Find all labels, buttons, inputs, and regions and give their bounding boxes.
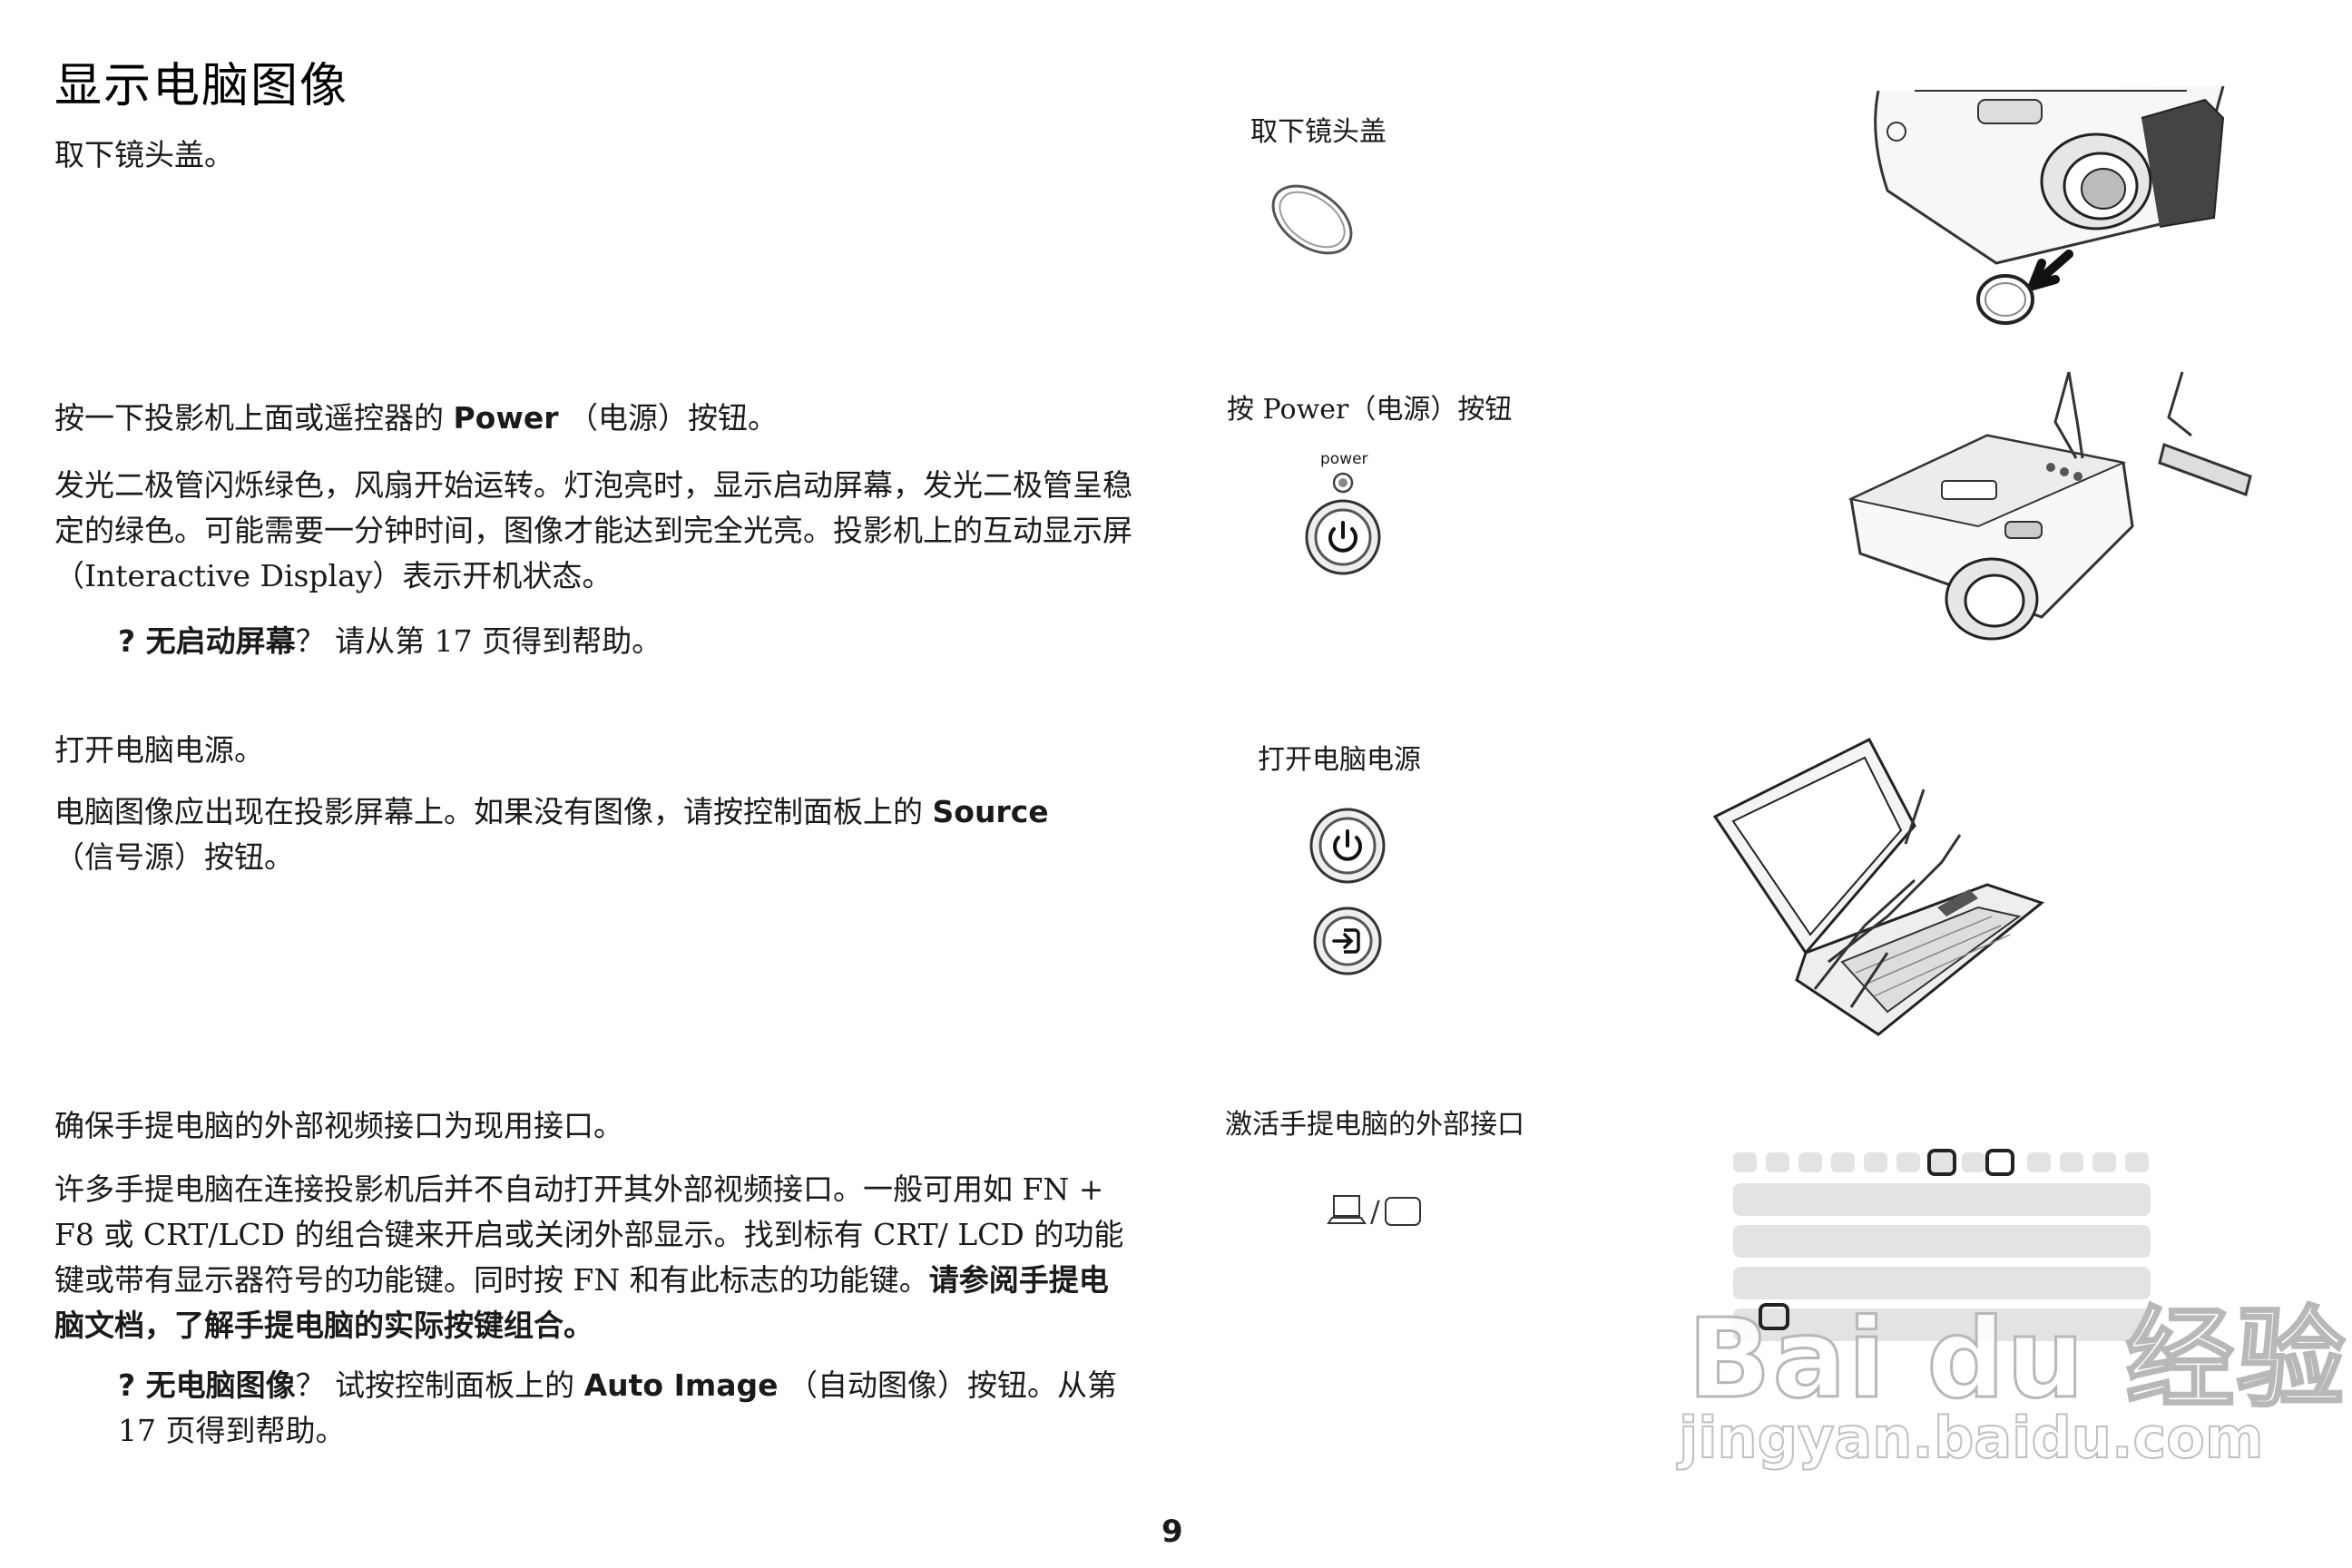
display-symbol-separator: /	[1370, 1194, 1380, 1229]
auto-image-keyword: Auto Image	[583, 1367, 779, 1403]
step4-detail-text: 许多手提电脑在连接投影机后并不自动打开其外部视频接口。一般可用如 FN + F8…	[54, 1171, 1124, 1298]
step4-note-post: （自动图像）按钮。从第 17 页得到帮助。	[118, 1367, 1118, 1448]
step2-note: ? 无启动屏幕？ 请从第 17 页得到帮助。	[118, 619, 1134, 664]
watermark-url: jingyan.baidu.com	[1678, 1404, 2264, 1472]
projector-power-illustration	[1847, 371, 2252, 641]
step3-detail-pre: 电脑图像应出现在投影屏幕上。如果没有图像，请按控制面板上的	[54, 794, 933, 829]
step2-note-text: ？ 请从第 17 页得到帮助。	[295, 623, 662, 659]
step1-text: 取下镜头盖。	[54, 137, 234, 172]
monitor-symbol-icon	[1384, 1197, 1421, 1226]
step3-caption: 打开电脑电源	[1258, 744, 1421, 776]
projector-lens-illustration	[1874, 85, 2225, 325]
power-keyword: Power	[453, 400, 559, 436]
source-button-icon	[1313, 906, 1382, 975]
power-button-icon	[1305, 472, 1381, 575]
source-keyword: Source	[932, 794, 1049, 829]
computer-power-button-icon	[1309, 808, 1386, 884]
step4-detail-emphasis: 请参阅手提电脑文档，了解手提电脑的实际按键组合。	[54, 1262, 1109, 1343]
step4-note: ? 无电脑图像？ 试按控制面板上的 Auto Image （自动图像）按钮。从第…	[118, 1363, 1134, 1454]
lens-cap-icon	[1271, 184, 1353, 255]
step4-note-pre: ？ 试按控制面板上的	[295, 1367, 584, 1403]
step2-note-question: ? 无启动屏幕	[118, 623, 296, 659]
step4-caption: 激活手提电脑的外部接口	[1225, 1109, 1524, 1141]
step3-detail-post: （信号源）按钮。	[54, 839, 294, 875]
step2-instruction-post: （电源）按钮。	[558, 400, 778, 436]
laptop-symbol-icon	[1327, 1195, 1367, 1224]
step3-detail: 电脑图像应出现在投影屏幕上。如果没有图像，请按控制面板上的 Source （信号源…	[54, 789, 1143, 880]
step2-detail: 发光二极管闪烁绿色，风扇开始运转。灯泡亮时，显示启动屏幕，发光二极管呈稳定的绿色…	[54, 467, 1132, 593]
keyboard-illustration	[1733, 1149, 2151, 1341]
laptop-illustration	[1712, 738, 2045, 1036]
page-title: 显示电脑图像	[54, 59, 349, 113]
step2-instruction-pre: 按一下投影机上面或遥控器的	[54, 400, 454, 436]
step4-detail: 许多手提电脑在连接投影机后并不自动打开其外部视频接口。一般可用如 FN + F8…	[54, 1167, 1125, 1348]
watermark-logo: Bai du 经验	[1686, 1296, 2347, 1425]
step3-text: 打开电脑电源。	[54, 732, 264, 768]
step4-text: 确保手提电脑的外部视频接口为现用接口。	[54, 1108, 623, 1143]
step2-caption: 按 Power（电源）按钮	[1227, 394, 1513, 426]
step2-instruction: 按一下投影机上面或遥控器的 Power （电源）按钮。	[54, 396, 1143, 441]
page-number: 9	[1161, 1514, 1183, 1550]
power-label: power	[1320, 450, 1368, 468]
step1-caption: 取下镜头盖	[1250, 116, 1387, 148]
external-display-symbol: /	[1327, 1194, 1422, 1227]
step4-note-question: ? 无电脑图像	[118, 1367, 296, 1403]
